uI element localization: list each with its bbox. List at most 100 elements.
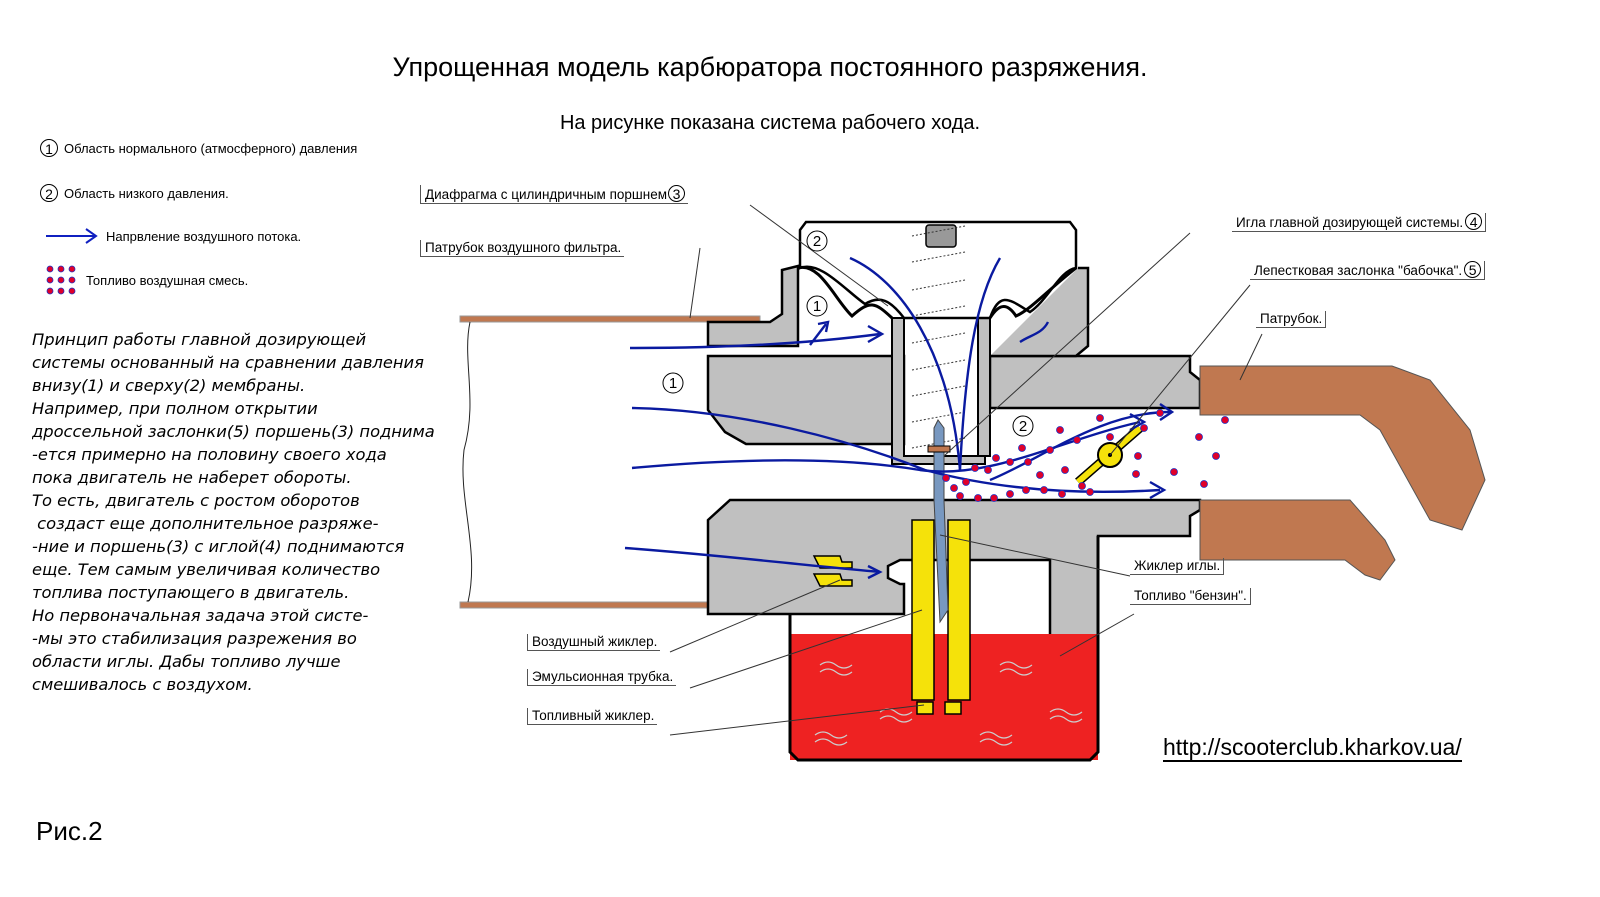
figure-label: Рис.2 bbox=[36, 816, 103, 846]
region-marker-chamber-top: 2 bbox=[813, 233, 821, 250]
region-marker-venturi: 2 bbox=[1019, 418, 1027, 435]
mixture-dot bbox=[971, 464, 979, 472]
callout-label: Игла главной дозирующей системы. bbox=[1236, 215, 1464, 230]
mixture-dot bbox=[1132, 470, 1140, 478]
description-line: То есть, двигатель с ростом оборотов bbox=[32, 491, 360, 510]
callout-label: Патрубок воздушного фильтра. bbox=[425, 240, 622, 255]
callout-needle-jet: Жиклер иглы. bbox=[1130, 558, 1225, 575]
spring-seat bbox=[925, 224, 957, 248]
legend-item-mixture: Топливо воздушная смесь. bbox=[46, 265, 248, 295]
callout-label: Лепестковая заслонка "бабочка". bbox=[1254, 263, 1463, 278]
mixture-dot bbox=[1086, 488, 1094, 496]
mixture-dot bbox=[1046, 446, 1054, 454]
callout-label: Эмульсионная трубка. bbox=[532, 669, 674, 684]
mixture-dot bbox=[1096, 414, 1104, 422]
description-line: -мы это стабилизация разрежения во bbox=[32, 629, 357, 648]
leader-lines bbox=[669, 204, 1263, 736]
callout-outlet-pipe: Патрубок. bbox=[1256, 311, 1327, 328]
mixture-dot bbox=[1040, 486, 1048, 494]
legend-label: Область нормального (атмосферного) давле… bbox=[64, 140, 358, 156]
description-line: создаст еще дополнительное разряже- bbox=[32, 514, 379, 533]
mixture-dot bbox=[992, 454, 1000, 462]
mixture-dot bbox=[962, 478, 970, 486]
description-line: еще. Тем самым увеличивая количество bbox=[32, 560, 381, 579]
piston-spring bbox=[911, 225, 966, 449]
callout-emulsion-tube: Эмульсионная трубка. bbox=[527, 669, 677, 686]
principle-description: Принцип работы главной дозирующей систем… bbox=[32, 328, 442, 696]
mixture-dot bbox=[1006, 458, 1014, 466]
mixture-dot bbox=[984, 466, 992, 474]
description-line: Принцип работы главной дозирующей bbox=[32, 330, 367, 349]
diagram-subtitle: На рисунке показана система рабочего ход… bbox=[559, 112, 981, 134]
outlet-pipe bbox=[1199, 365, 1486, 581]
needle-clip bbox=[927, 445, 951, 453]
region-markers: 2 1 1 2 bbox=[662, 230, 1034, 437]
description-line: системы основанный на сравнении давления bbox=[32, 353, 424, 372]
description-line: внизу(1) и сверху(2) мембраны. bbox=[32, 376, 306, 395]
mixture-dot bbox=[1022, 486, 1030, 494]
mixture-dot bbox=[1195, 433, 1203, 441]
mixture-dot bbox=[1140, 424, 1148, 432]
mixture-dot bbox=[1073, 436, 1081, 444]
circled-number-icon: 3 bbox=[667, 185, 685, 202]
mixture-dot bbox=[1200, 480, 1208, 488]
description-line: Но первоначальная задача этой систе- bbox=[32, 606, 369, 625]
callout-butterfly: Лепестковая заслонка "бабочка".5 bbox=[1250, 261, 1486, 280]
callout-label: Диафрагма с цилиндричным поршнем bbox=[425, 187, 667, 202]
description-line: смешивалось с воздухом. bbox=[32, 675, 253, 694]
description-line: -ние и поршень(3) с иглой(4) поднимаются bbox=[32, 537, 405, 556]
mixture-dot bbox=[1134, 452, 1142, 460]
circled-number-icon: 1 bbox=[40, 139, 58, 157]
region-marker-under-diaphragm: 1 bbox=[813, 298, 821, 315]
callout-needle: Игла главной дозирующей системы.4 bbox=[1232, 213, 1487, 232]
mixture-dot bbox=[956, 492, 964, 500]
airflow-arrows bbox=[624, 256, 1175, 580]
callout-label: Жиклер иглы. bbox=[1134, 558, 1221, 573]
diaphragm bbox=[797, 265, 1077, 320]
mixture-dot bbox=[1170, 468, 1178, 476]
legend-item-normal-pressure: 1 Область нормального (атмосферного) дав… bbox=[40, 139, 357, 157]
mixture-dot bbox=[1106, 433, 1114, 441]
legend-label: Топливо воздушная смесь. bbox=[86, 272, 249, 288]
mixture-dot bbox=[1056, 426, 1064, 434]
fuel-mixture-dots bbox=[942, 409, 1229, 502]
circled-number-icon: 5 bbox=[1464, 261, 1482, 278]
description-line: топлива поступающего в двигатель. bbox=[32, 583, 350, 602]
description-line: области иглы. Дабы топливо лучше bbox=[32, 652, 341, 671]
legend-item-low-pressure: 2 Область низкого давления. bbox=[40, 184, 229, 202]
blue-arrow-icon bbox=[46, 228, 98, 244]
callout-fuel-jet: Топливный жиклер. bbox=[527, 708, 658, 725]
mixture-dot bbox=[1024, 458, 1032, 466]
mixture-dot bbox=[1061, 466, 1069, 474]
mixture-dot bbox=[1212, 452, 1220, 460]
description-line: Например, при полном открытии bbox=[32, 399, 318, 418]
mixture-dot bbox=[974, 494, 982, 502]
mixture-dot bbox=[1018, 444, 1026, 452]
circled-number-icon: 4 bbox=[1465, 213, 1483, 230]
air-jet bbox=[812, 555, 853, 587]
description-line: -ется примерно на половину своего хода bbox=[32, 445, 387, 464]
diagram-title: Упрощенная модель карбюратора постоянног… bbox=[392, 52, 1148, 82]
mixture-dot bbox=[1058, 490, 1066, 498]
mixture-dot bbox=[942, 474, 950, 482]
circled-number-icon: 2 bbox=[40, 184, 58, 202]
callout-label: Топливный жиклер. bbox=[532, 708, 655, 723]
mixture-dot bbox=[1006, 490, 1014, 498]
mixture-dot bbox=[1156, 409, 1164, 417]
source-url-link[interactable]: http://scooterclub.kharkov.ua/ bbox=[1163, 734, 1462, 762]
legend-item-airflow: Напрвление воздушного потока. bbox=[44, 227, 301, 245]
description-line: дроссельной заслонки(5) поршень(3) подни… bbox=[32, 422, 435, 441]
mixture-dot bbox=[1221, 416, 1229, 424]
region-marker-intake: 1 bbox=[669, 375, 677, 392]
callout-fuel: Топливо "бензин". bbox=[1130, 588, 1251, 605]
mixture-dot bbox=[1036, 471, 1044, 479]
callout-air-filter-pipe: Патрубок воздушного фильтра. bbox=[420, 240, 625, 257]
float-bowl bbox=[788, 536, 1100, 762]
callout-air-jet: Воздушный жиклер. bbox=[527, 634, 661, 651]
description-line: пока двигатель не наберет обороты. bbox=[32, 468, 352, 487]
mixture-dot bbox=[950, 484, 958, 492]
callout-label: Топливо "бензин". bbox=[1134, 588, 1247, 603]
mixture-dot bbox=[990, 494, 998, 502]
